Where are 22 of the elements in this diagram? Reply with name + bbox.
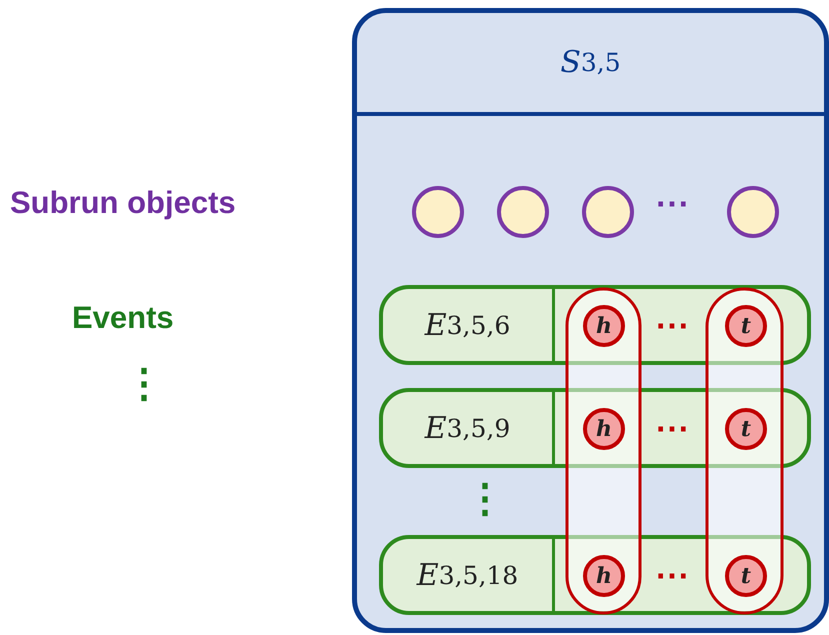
event-row — [379, 535, 811, 615]
ellipsis: ⋯ — [655, 306, 689, 346]
section-label: Events — [72, 300, 174, 336]
head-circle: h — [583, 305, 625, 347]
subrun-object-circle — [582, 186, 634, 238]
ellipsis: ⋯ — [655, 184, 689, 224]
subrun-object-circle — [412, 186, 464, 238]
event-row — [379, 388, 811, 468]
head-circle: h — [583, 555, 625, 597]
section-label: Subrun objects — [10, 185, 236, 221]
ellipsis: ⋮ — [465, 476, 505, 522]
tail-circle: t — [725, 408, 767, 450]
ellipsis: ⋯ — [655, 556, 689, 596]
ellipsis: ⋯ — [655, 409, 689, 449]
ellipsis: ⋮ — [124, 361, 164, 407]
head-circle: h — [583, 408, 625, 450]
container-panel — [352, 8, 829, 633]
subrun-object-circle — [497, 186, 549, 238]
event-row — [379, 285, 811, 365]
subrun-object-circle — [727, 186, 779, 238]
tail-circle: t — [725, 555, 767, 597]
tail-circle: t — [725, 305, 767, 347]
